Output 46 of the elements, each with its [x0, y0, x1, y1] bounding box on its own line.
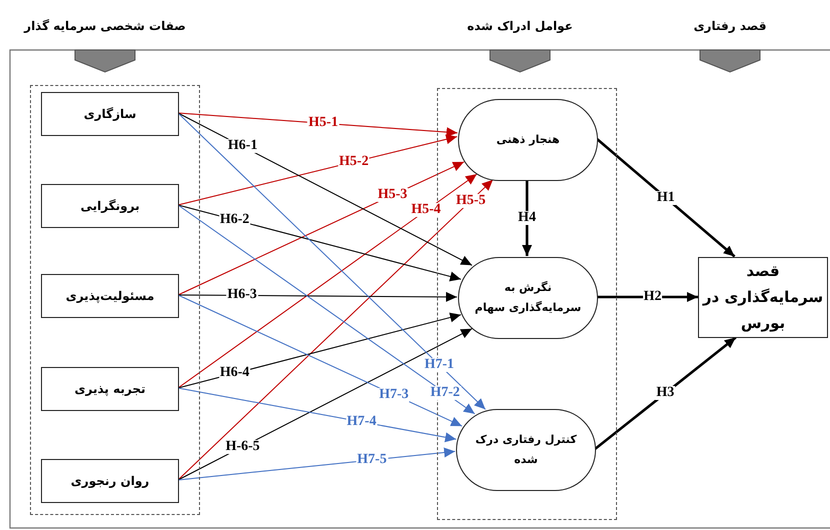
heading: صفات شخصی سرمایه گذار: [24, 19, 186, 33]
arrow: [178, 328, 472, 480]
edge-label: H5-3: [376, 188, 408, 202]
arrow: [178, 294, 462, 427]
trait-box: سازگاری: [41, 92, 179, 136]
arrow: [178, 204, 476, 414]
dashed-group-box: [30, 85, 200, 515]
edge-label: H7-1: [424, 358, 456, 372]
arrow: [178, 388, 457, 442]
edge-label: H7-3: [378, 388, 410, 402]
edge-label: H-6-5: [224, 440, 261, 454]
edge-label: H1: [656, 190, 676, 205]
edge-label: H4: [517, 211, 537, 225]
arrow: [597, 292, 698, 302]
edge-label: H5-2: [338, 154, 370, 169]
arrow: [178, 204, 462, 282]
arrow: [178, 112, 458, 138]
edge-label: H6-1: [226, 139, 258, 154]
trait-box: روان رنجوری: [41, 459, 179, 503]
arrow: [522, 180, 532, 256]
arrow: [178, 161, 464, 296]
arrow: [178, 174, 478, 388]
edge-label: H3: [655, 386, 676, 400]
arrow: [596, 138, 736, 258]
arrow: [178, 112, 472, 266]
intention-box: قصد سرمایه‌گذاری در بورس: [698, 256, 828, 338]
arrow: [178, 112, 486, 410]
trait-box: تجربه پذیری: [41, 367, 179, 411]
edge-label: H6-4: [218, 366, 250, 380]
trait-box: برونگرایی: [41, 184, 179, 228]
factor-box: کنترل رفتاری درک شده: [456, 409, 596, 491]
arrow: [178, 312, 462, 388]
factor-box: نگرش به سرمایه‌گذاری سهام: [458, 257, 598, 339]
edge-label: H5-4: [410, 203, 442, 218]
arrow: [178, 179, 494, 480]
edge-label: H6-2: [218, 212, 250, 227]
heading: عوامل ادراک شده: [467, 19, 573, 33]
trait-box: مسئولیت‌پذیری: [41, 274, 179, 318]
arrow: [178, 134, 458, 206]
arrow: [594, 336, 736, 450]
arrow: [178, 448, 456, 480]
factor-box: هنجار ذهنی: [458, 99, 598, 181]
edge-label: H5-5: [455, 194, 487, 208]
heading: قصد رفتاری: [694, 19, 766, 33]
edge-label: H7-2: [429, 386, 461, 400]
arrow: [178, 292, 458, 302]
